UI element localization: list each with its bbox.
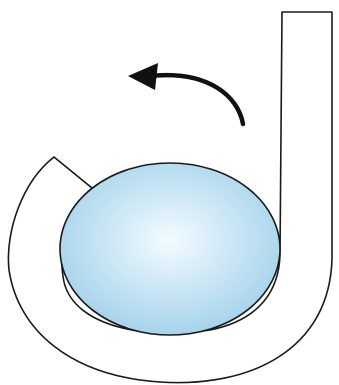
ball: [60, 163, 280, 335]
curved-arrow-shaft: [150, 75, 243, 124]
arrow-head-icon: [128, 63, 158, 90]
